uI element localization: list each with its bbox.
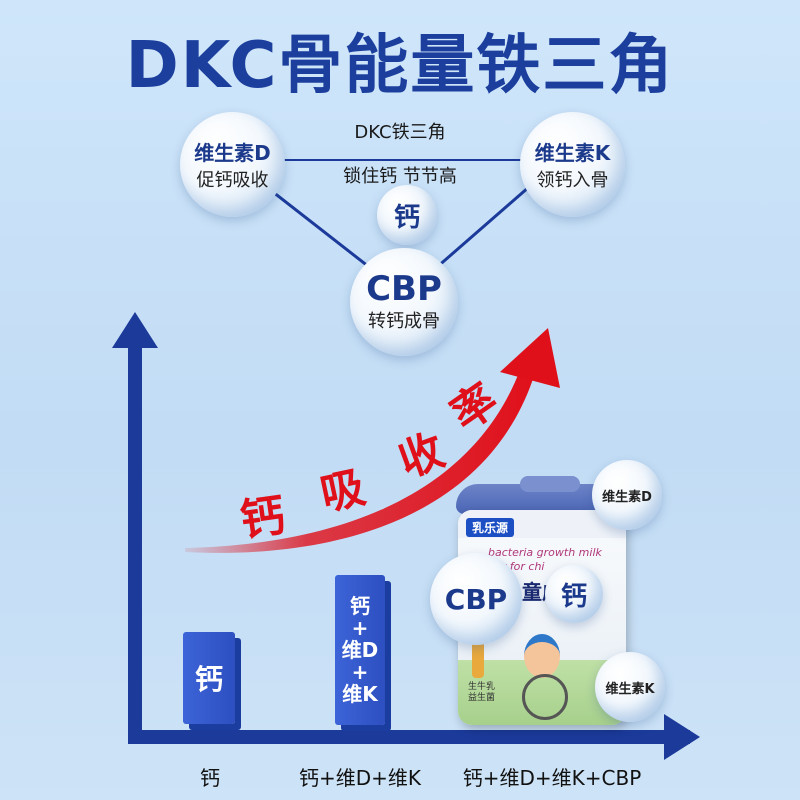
bar-calcium-vitd-vitk: 钙 + 维D + 维K xyxy=(335,575,385,725)
giraffe-icon xyxy=(472,638,484,678)
page-title: DKC骨能量铁三角 xyxy=(125,29,675,103)
product-calcium-bubble: 钙 xyxy=(545,565,603,623)
product-cbp-bubble: CBP xyxy=(430,553,522,645)
vitamin-k-desc: 领钙入骨 xyxy=(536,170,609,191)
cbp-bubble: CBP 转钙成骨 xyxy=(350,248,458,356)
product-vitk-label: 维生素K xyxy=(605,681,655,697)
vitamin-d-title: 维生素D xyxy=(194,141,271,165)
triangle-caption-1: DKC铁三角 xyxy=(354,122,446,143)
x-label-3: 钙+维D+维K+CBP xyxy=(462,766,642,790)
vitamin-k-bubble: 维生素K 领钙入骨 xyxy=(520,112,625,217)
cbp-title: CBP xyxy=(366,269,442,309)
triangle-caption-2: 锁住钙 节节高 xyxy=(343,166,457,187)
product-vitd-label: 维生素D xyxy=(602,489,652,505)
x-axis-arrow-icon xyxy=(664,714,700,760)
bicycle-icon xyxy=(522,674,568,720)
can-lid-handle xyxy=(520,476,580,492)
growth-arrow-head-icon xyxy=(500,328,560,388)
product-vitd-bubble: 维生素D xyxy=(592,460,662,530)
vitamin-k-title: 维生素K xyxy=(534,141,611,165)
x-label-2: 钙+维D+维K xyxy=(298,766,422,790)
child-cyclist-icon xyxy=(524,634,560,678)
x-label-1: 钙 xyxy=(200,766,220,790)
calcium-bubble: 钙 xyxy=(377,185,437,245)
calcium-label: 钙 xyxy=(393,202,420,233)
product-vitk-bubble: 维生素K xyxy=(595,652,665,722)
y-axis-arrow-icon xyxy=(112,312,158,348)
can-bottom-text: 生牛乳 益生菌 xyxy=(468,682,496,703)
product-calcium-label: 钙 xyxy=(560,581,587,612)
product-cbp-label: CBP xyxy=(444,582,508,616)
arrow-text-1: 钙 xyxy=(237,490,288,547)
vitamin-d-desc: 促钙吸收 xyxy=(196,170,269,191)
vitamin-d-bubble: 维生素D 促钙吸收 xyxy=(180,112,285,217)
cbp-desc: 转钙成骨 xyxy=(368,311,440,332)
bar-calcium: 钙 xyxy=(183,632,235,724)
can-brand: 乳乐源 xyxy=(466,518,515,537)
